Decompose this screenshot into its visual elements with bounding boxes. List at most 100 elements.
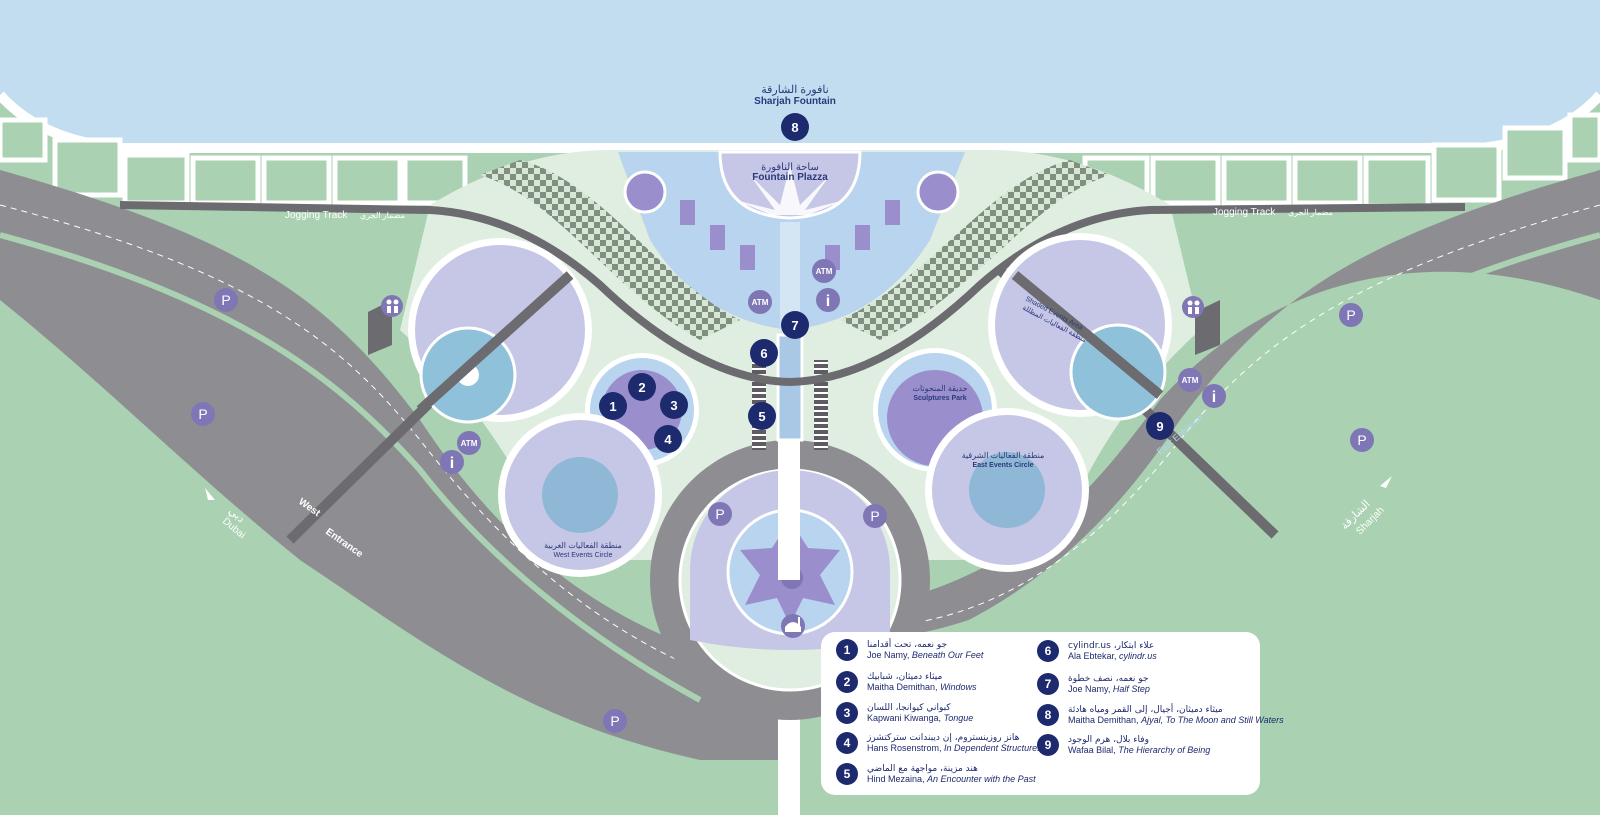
- parking-symbol: P: [715, 506, 724, 522]
- restroom-icon[interactable]: [1182, 296, 1204, 318]
- legend-title-ar: ميثاء دميثان، أجيال، إلى القمر ومياه هاد…: [1068, 705, 1223, 715]
- artwork-marker-3[interactable]: 3: [660, 391, 688, 419]
- sharjah-fountain-label-ar: نافورة الشارقة: [761, 84, 829, 96]
- artwork-marker-5[interactable]: 5: [748, 402, 776, 430]
- atm-icon[interactable]: ATM: [457, 431, 481, 455]
- artwork-marker-6[interactable]: 6: [750, 339, 778, 367]
- legend-artist: Kapwani Kiwanga,: [867, 713, 942, 723]
- info-icon[interactable]: i: [1202, 384, 1226, 408]
- marker-number: 3: [670, 398, 677, 413]
- west-fountain-rosette: [623, 170, 667, 214]
- jogging-track-label-east: Jogging Track: [1213, 207, 1276, 218]
- legend-title-ar: هند مزينة، مواجهة مع الماضي: [867, 764, 978, 774]
- legend-artist: Maitha Demithan,: [1068, 715, 1139, 725]
- legend-work: Windows: [940, 682, 977, 692]
- legend-item: 8 ميثاء دميثان، أجيال، إلى القمر ومياه ه…: [1037, 704, 1284, 726]
- parking-symbol: P: [1346, 307, 1355, 323]
- legend-artist: Wafaa Bilal,: [1068, 745, 1116, 755]
- restroom-icon[interactable]: [381, 295, 403, 317]
- parking-symbol: P: [198, 406, 207, 422]
- parking-icon[interactable]: P: [708, 502, 732, 526]
- info-icon[interactable]: i: [440, 450, 464, 474]
- jogging-track-label-west: Jogging Track: [285, 210, 348, 221]
- parking-icon[interactable]: P: [191, 402, 215, 426]
- legend-number: 8: [1037, 704, 1059, 726]
- marker-number: 4: [664, 432, 672, 447]
- atm-text: ATM: [816, 267, 833, 276]
- east-geodesic: [1069, 323, 1167, 421]
- parking-symbol: P: [1357, 432, 1366, 448]
- artwork-marker-1[interactable]: 1: [599, 392, 627, 420]
- parking-symbol: P: [221, 292, 230, 308]
- fountain-plaza-label-ar: ساحة النافورة: [761, 162, 819, 173]
- legend-number: 7: [1037, 673, 1059, 695]
- east-events-label: East Events Circle: [972, 462, 1033, 469]
- legend-number: 5: [836, 763, 858, 785]
- legend-number: 2: [836, 671, 858, 693]
- legend-work: Tongue: [943, 713, 974, 723]
- parking-icon[interactable]: P: [603, 709, 627, 733]
- west-highway: [0, 170, 790, 760]
- west-events-label-ar: منطقة الفعاليات الغربية: [544, 541, 622, 550]
- east-fountain-rosette: [916, 170, 960, 214]
- east-events-hub: [969, 452, 1045, 528]
- marker-number: 8: [791, 120, 798, 135]
- plaza-pavilions: [680, 200, 900, 270]
- parking-icon[interactable]: P: [214, 288, 238, 312]
- sculptures-park-label-ar: حديقة المنحوتات: [912, 384, 967, 393]
- artwork-marker-4[interactable]: 4: [654, 425, 682, 453]
- info-symbol: i: [1212, 389, 1216, 406]
- legend-work: An Encounter with the Past: [927, 774, 1036, 784]
- artwork-marker-9[interactable]: 9: [1146, 412, 1174, 440]
- water-lagoon: [0, 0, 1600, 148]
- legend-work: cylindr.us: [1119, 651, 1157, 661]
- marker-number: 9: [1156, 419, 1163, 434]
- legend-number: 4: [836, 732, 858, 754]
- legend-title-ar: وفاء بلال، هرم الوجود: [1068, 735, 1149, 745]
- legend-artist: Joe Namy,: [867, 650, 910, 660]
- mosque-icon[interactable]: [781, 614, 805, 638]
- parking-symbol: P: [610, 713, 619, 729]
- fountain-plaza-label: Fountain Plazza: [752, 172, 828, 183]
- central-walkway: [778, 440, 800, 580]
- legend-work: Beneath Our Feet: [911, 650, 984, 660]
- east-lane-line: [899, 204, 1600, 626]
- west-lane-line: [0, 204, 701, 671]
- atm-icon[interactable]: ATM: [812, 259, 836, 283]
- east-events-label-ar: منطقة الفعاليات الشرقية: [962, 451, 1045, 460]
- central-channel: [776, 333, 804, 442]
- sculptures-park-label: Sculptures Park: [913, 395, 966, 402]
- west-events-hub: [542, 457, 618, 533]
- jogging-track-label-east-ar: مضمار الجري: [1288, 208, 1333, 217]
- legend-title-ar: هانز روزينستروم، إن ديبندانت ستركتشرز: [867, 733, 1020, 743]
- parking-icon[interactable]: P: [863, 504, 887, 528]
- east-shade-band: [840, 160, 1110, 340]
- legend-title-ar: جو نعمه، نصف خطوة: [1068, 674, 1149, 684]
- sharjah-arrow-icon: [1380, 476, 1392, 488]
- west-highway-median: [0, 232, 702, 703]
- atm-icon[interactable]: ATM: [1178, 368, 1202, 392]
- legend-work: The Hierarchy of Being: [1118, 745, 1211, 755]
- parking-icon[interactable]: P: [1350, 428, 1374, 452]
- parking-icon[interactable]: P: [1339, 303, 1363, 327]
- legend-number: 1: [836, 639, 858, 661]
- dubai-arrow-icon: [205, 488, 215, 500]
- legend-work: Half Step: [1112, 684, 1150, 694]
- legend-number: 9: [1037, 734, 1059, 756]
- artwork-marker-8[interactable]: 8: [781, 113, 809, 141]
- atm-icon[interactable]: ATM: [748, 290, 772, 314]
- jogging-track-label-west-ar: مضمار الجري: [360, 211, 405, 220]
- artwork-marker-2[interactable]: 2: [628, 373, 656, 401]
- artwork-marker-7[interactable]: 7: [781, 311, 809, 339]
- info-symbol: i: [826, 293, 830, 310]
- info-icon[interactable]: i: [816, 288, 840, 312]
- marker-number: 5: [758, 409, 765, 424]
- atm-text: ATM: [1182, 376, 1199, 385]
